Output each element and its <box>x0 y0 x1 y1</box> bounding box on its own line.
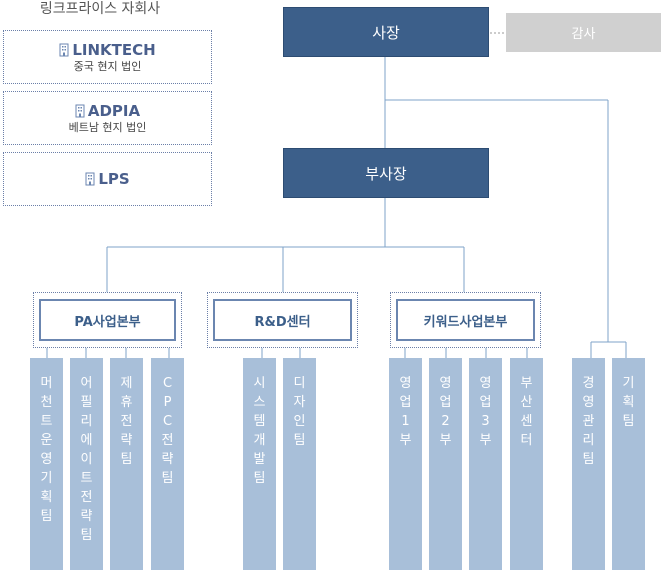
audit-box: 감사 <box>506 13 661 52</box>
subsidiary-name: LPS <box>98 170 130 188</box>
team-label-char: 산 <box>520 395 533 410</box>
subsidiary-lps-name-row: LPS <box>85 170 130 188</box>
team-label-char: 부 <box>520 376 533 391</box>
division-keyword-label: 키워드사업본부 <box>396 299 535 341</box>
team-label-char: 팀 <box>293 433 306 448</box>
division-pa-label: PA사업본부 <box>39 299 176 341</box>
team-label-char: 전 <box>161 433 174 448</box>
subsidiary-adpia: ADPIA 베트남 현지 법인 <box>3 91 212 145</box>
team-label-char: 리 <box>582 433 595 448</box>
ceo-box: 사장 <box>283 7 489 57</box>
team-label-char: 략 <box>80 509 93 524</box>
team-label-char: 부 <box>439 433 452 448</box>
team-label-char: 획 <box>40 490 53 505</box>
team-label-char: 팀 <box>40 509 53 524</box>
team-label-char: 개 <box>253 433 266 448</box>
team-label-char: 전 <box>80 490 93 505</box>
team-label-char: 트 <box>40 414 53 429</box>
division-rnd-label: R&D센터 <box>213 299 352 341</box>
subsidiary-adpia-name-row: ADPIA <box>75 102 140 120</box>
subsidiary-desc: 베트남 현지 법인 <box>68 120 147 134</box>
team-label-char: 머 <box>40 376 53 391</box>
team-label-char: 리 <box>80 414 93 429</box>
subsidiary-name: ADPIA <box>87 101 141 120</box>
team-label-char: 기 <box>622 376 635 391</box>
team-label-char: 부 <box>399 433 412 448</box>
team-label-char: 휴 <box>120 395 133 410</box>
team-label-char: 팀 <box>80 528 93 543</box>
team-label-char: 트 <box>80 471 93 486</box>
team-label-char: 전 <box>120 414 133 429</box>
team-label-char: 부 <box>479 433 492 448</box>
team-label-char: 터 <box>520 433 533 448</box>
team-label-char: 업 <box>439 395 452 410</box>
team-label-char: 제 <box>120 376 133 391</box>
team-label-char: 영 <box>40 452 53 467</box>
team-label-char: 에 <box>80 433 93 448</box>
team-label-char: 관 <box>582 414 595 429</box>
team-label-char: 경 <box>582 376 595 391</box>
subsidiary-lps: LPS <box>3 152 212 206</box>
team-label-char: 센 <box>520 414 533 429</box>
team-label-char: 업 <box>479 395 492 410</box>
team-label-char: 략 <box>120 433 133 448</box>
subsidiary-name: LINKTECH <box>72 40 156 59</box>
subsidiaries-title: 링크프라이스 자회사 <box>39 1 161 17</box>
division-rnd: R&D센터 <box>207 292 358 348</box>
team-label-char: 자 <box>293 395 306 410</box>
team-label-char: 팀 <box>582 452 595 467</box>
building-icon <box>85 172 95 186</box>
team-label-char: 발 <box>253 452 266 467</box>
team-label-char: 필 <box>80 395 93 410</box>
team-label-char: 획 <box>622 395 635 410</box>
team-label-char: 팀 <box>622 414 635 429</box>
subsidiary-desc: 중국 현지 법인 <box>73 59 142 73</box>
team-label-char: 인 <box>293 414 306 429</box>
team-label-char: C <box>162 376 173 391</box>
team-label-char: 영 <box>582 395 595 410</box>
division-keyword: 키워드사업본부 <box>390 292 541 348</box>
team-label-char: 스 <box>253 395 266 410</box>
team-label-char: 천 <box>40 395 53 410</box>
team-label-char: 1 <box>401 414 410 429</box>
team-label-char: 템 <box>253 414 266 429</box>
division-pa: PA사업본부 <box>33 292 182 348</box>
team-label-char: 3 <box>481 414 490 429</box>
team-label-char: 팀 <box>120 452 133 467</box>
building-icon <box>59 43 69 56</box>
team-label-char: P <box>163 395 172 410</box>
team-label-char: 팀 <box>253 471 266 486</box>
team-label-char: 영 <box>399 376 412 391</box>
team-label-char: 어 <box>80 376 93 391</box>
subsidiary-linktech-name-row: LINKTECH <box>59 40 156 59</box>
team-label-char: 영 <box>479 376 492 391</box>
team-label-char: 시 <box>253 376 266 391</box>
building-icon <box>75 104 85 117</box>
team-label-char: 업 <box>399 395 412 410</box>
team-label-char: 디 <box>293 376 306 391</box>
team-label-char: 운 <box>40 433 53 448</box>
subsidiary-linktech: LINKTECH 중국 현지 법인 <box>3 30 212 84</box>
team-label-char: 기 <box>40 471 53 486</box>
team-label-char: 영 <box>439 376 452 391</box>
team-label-char: 이 <box>80 452 93 467</box>
team-label-char: 팀 <box>161 471 174 486</box>
team-label-char: C <box>162 414 173 429</box>
team-label-char: 2 <box>441 414 450 429</box>
vp-box: 부사장 <box>283 148 489 198</box>
team-label-char: 략 <box>161 452 174 467</box>
